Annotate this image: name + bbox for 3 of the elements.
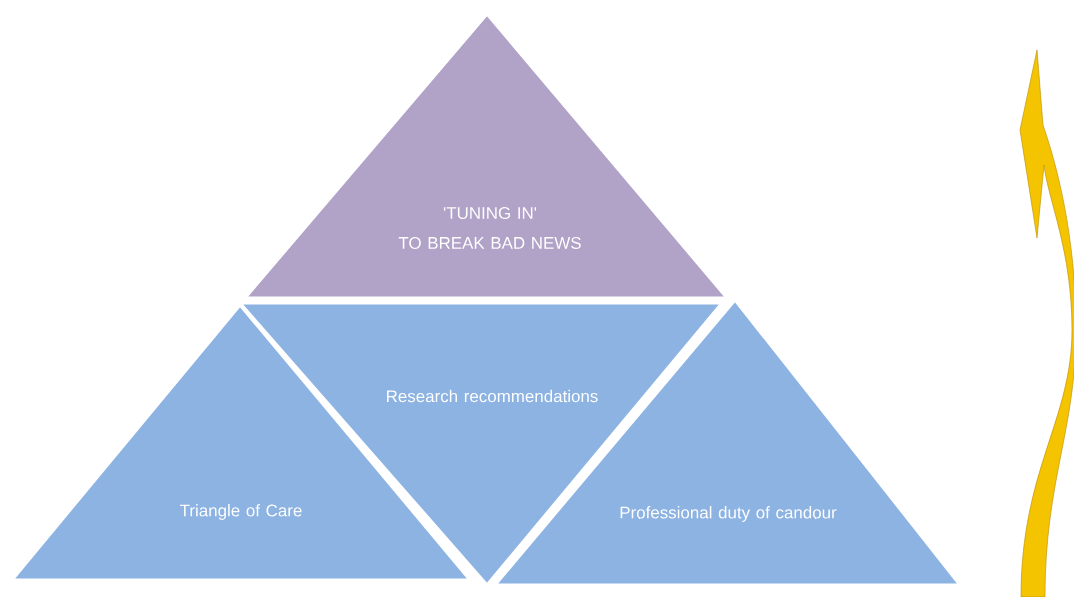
node-label: Professional duty of candour bbox=[620, 506, 837, 522]
node-label: Triangle of Care bbox=[180, 504, 302, 520]
node-label: Research recommendations bbox=[387, 389, 598, 403]
